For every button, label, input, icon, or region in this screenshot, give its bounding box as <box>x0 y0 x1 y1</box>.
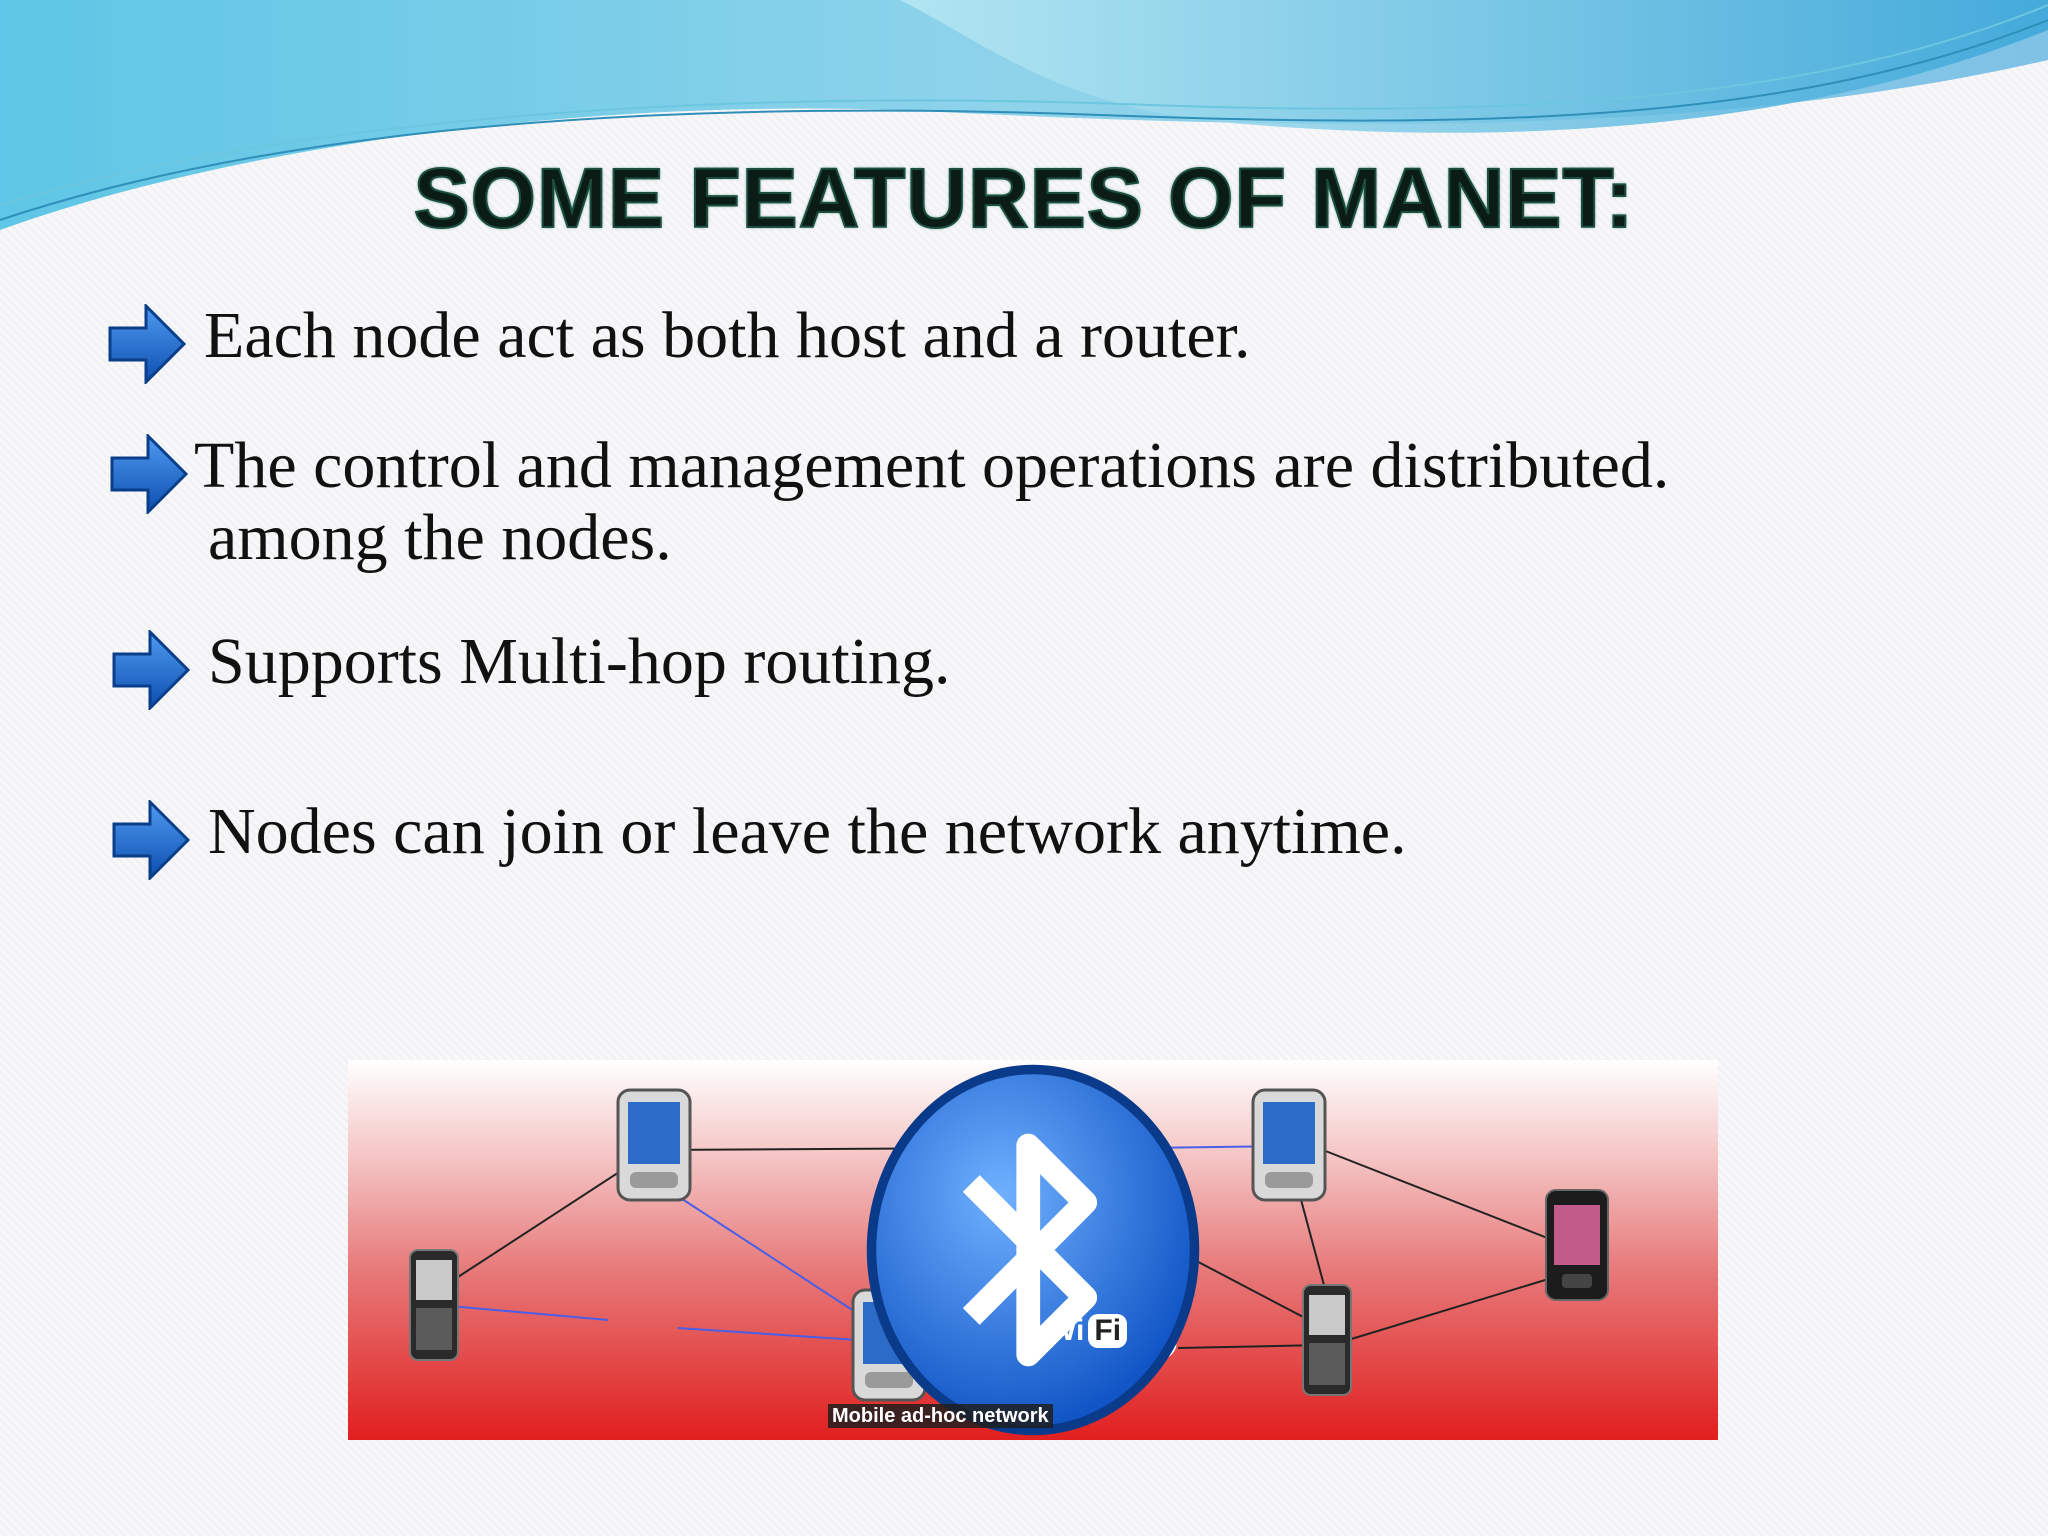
arrow-right-icon <box>108 304 186 384</box>
smartphone <box>1545 1189 1609 1301</box>
bullet-item: Each node act as both host and a router. <box>108 300 1988 384</box>
wifi-logo: Wi Fi <box>1048 1314 1128 1348</box>
bluetooth-icon <box>866 1064 1200 1436</box>
mobile-phone <box>1302 1284 1352 1396</box>
bullet-line: Nodes can join or leave the network anyt… <box>208 795 1407 868</box>
arrow-right-icon <box>110 434 188 514</box>
decorative-wave-header <box>0 0 2048 230</box>
bullet-text: Nodes can join or leave the network anyt… <box>208 796 1407 868</box>
diagram-caption: Mobile ad-hoc network <box>828 1404 1053 1428</box>
arrow-right-icon <box>112 800 190 880</box>
bullet-item: Nodes can join or leave the network anyt… <box>112 796 1992 880</box>
pda-device <box>1251 1088 1327 1202</box>
bullet-line: Supports Multi-hop routing. <box>208 625 951 698</box>
bullet-text: Each node act as both host and a router. <box>204 300 1251 372</box>
bullet-line-continued: among the nodes. <box>208 501 672 574</box>
slide-title: SOME FEATURES OF MANET: <box>413 150 1635 246</box>
pda-device <box>616 1088 692 1202</box>
bullet-item: The control and management operations ar… <box>110 430 1990 574</box>
bullet-text: Supports Multi-hop routing. <box>208 626 951 698</box>
mobile-phone <box>409 1249 459 1361</box>
wifi-label-left: Wi <box>1048 1314 1085 1347</box>
bullet-line: Each node act as both host and a router. <box>204 299 1251 372</box>
bullet-text: The control and management operations ar… <box>194 430 1669 574</box>
wifi-label-right: Fi <box>1088 1314 1128 1348</box>
manet-diagram: Wi Fi Mobile ad-hoc network <box>348 1060 1718 1440</box>
bullet-item: Supports Multi-hop routing. <box>112 626 1992 710</box>
bullet-line: The control and management operations ar… <box>194 429 1670 502</box>
arrow-right-icon <box>112 630 190 710</box>
